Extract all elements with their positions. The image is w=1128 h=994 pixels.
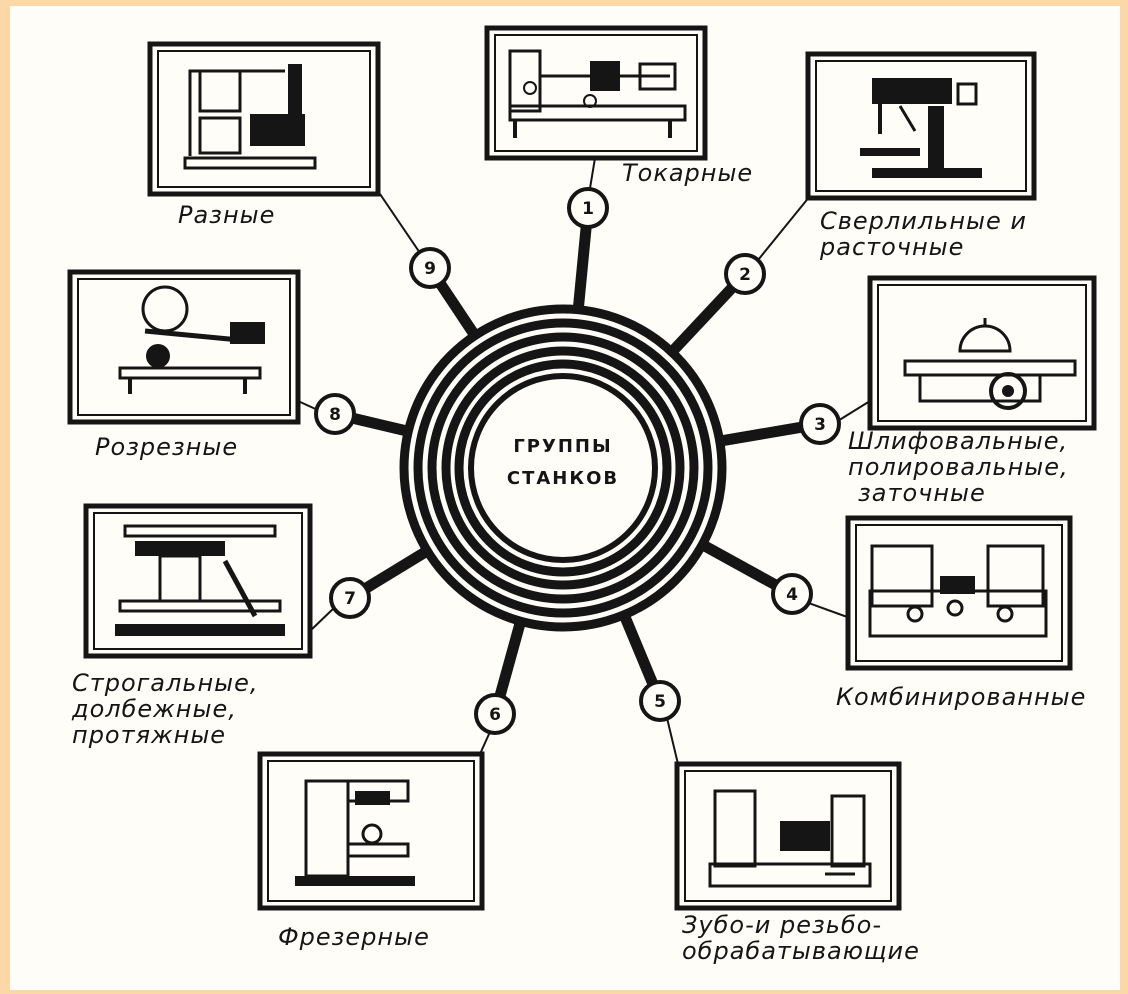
number-badge-label: 1	[582, 199, 594, 219]
label-line: Зубо-и резьбо-	[682, 911, 883, 939]
number-badge-4	[771, 573, 813, 615]
label-line: Комбинированные	[836, 683, 1087, 711]
machine-pictures	[67, 25, 1097, 911]
number-badge-label: 4	[786, 585, 798, 605]
label-group-8: Розрезные	[95, 434, 238, 460]
number-badge-7	[329, 577, 371, 619]
number-badge-9	[409, 247, 451, 289]
connector-line-9	[379, 193, 421, 254]
number-badge-1	[567, 187, 609, 229]
label-group-5: Зубо-и резьбо- обрабатывающие	[682, 912, 920, 964]
label-line: протяжные	[72, 721, 227, 749]
spoke-7	[362, 544, 434, 594]
cutting-machine-picture	[67, 269, 301, 425]
connector-line-2	[756, 195, 811, 262]
drilling-machine-picture	[805, 51, 1037, 201]
spoke-3	[714, 421, 804, 448]
connector-line-4	[807, 601, 851, 619]
center-title: ГРУППЫ СТАНКОВ	[498, 431, 628, 495]
label-group-9: Разные	[178, 202, 275, 228]
label-line: Фрезерные	[278, 923, 430, 951]
grinding-machine-picture	[867, 275, 1097, 431]
label-group-4: Комбинированные	[836, 684, 1086, 710]
spoke-2	[665, 283, 737, 359]
various-machine-picture	[147, 41, 381, 197]
spokes	[351, 225, 804, 699]
number-badge-label: 8	[329, 405, 341, 425]
number-badge-5	[639, 680, 681, 722]
number-badges: 1 2 3 4 5 6 7 8 9	[314, 187, 841, 735]
label-line: полировальные,	[848, 453, 1069, 481]
gear-cutting-machine-picture	[674, 761, 902, 911]
machine-groups-diagram: 1 2 3 4 5 6 7 8 9	[10, 6, 1120, 990]
label-line: Токарные	[622, 159, 754, 187]
combined-machine-picture	[845, 515, 1073, 671]
label-line: Шлифовальные,	[848, 427, 1069, 455]
number-badge-label: 7	[344, 589, 356, 609]
number-badge-label: 3	[814, 415, 826, 435]
number-badge-label: 2	[739, 265, 751, 285]
diagram-canvas: 1 2 3 4 5 6 7 8 9	[67, 25, 1097, 911]
planing-machine-picture	[83, 503, 313, 659]
label-line: Сверлильные и	[820, 207, 1027, 235]
spoke-6	[494, 615, 528, 699]
label-group-6: Фрезерные	[278, 924, 430, 950]
number-badge-label: 5	[654, 692, 666, 712]
spoke-4	[696, 537, 779, 591]
label-line: долбежные,	[72, 695, 237, 723]
number-badge-6	[474, 693, 516, 735]
connector-line-7	[309, 606, 336, 632]
connector-lines	[297, 157, 871, 765]
label-line: обрабатывающие	[682, 937, 920, 965]
center-title-line-2: СТАНКОВ	[506, 468, 620, 489]
spoke-9	[435, 279, 482, 342]
label-line: Строгальные,	[72, 669, 259, 697]
number-badge-8	[314, 393, 356, 435]
label-line: Розрезные	[95, 433, 239, 461]
center-title-line-1: ГРУППЫ	[513, 436, 613, 457]
connector-line-3	[837, 400, 871, 422]
number-badge-label: 9	[424, 259, 436, 279]
number-badge-2	[724, 253, 766, 295]
label-group-2: Сверлильные и расточные	[820, 208, 1027, 260]
number-badge-label: 6	[489, 705, 501, 725]
label-line: заточные	[858, 479, 986, 507]
label-group-3: Шлифовальные, полировальные, заточные	[848, 428, 1069, 506]
connector-line-1	[588, 157, 596, 191]
spoke-1	[572, 225, 592, 315]
number-badge-3	[799, 403, 841, 445]
spoke-5	[617, 608, 659, 687]
connector-line-8	[297, 400, 318, 411]
label-group-7: Строгальные, долбежные, протяжные	[72, 670, 259, 748]
milling-machine-picture	[257, 751, 485, 911]
label-line: Разные	[178, 201, 276, 229]
connector-line-5	[665, 717, 679, 765]
hub-rings	[399, 304, 727, 632]
label-group-1: Токарные	[622, 160, 753, 186]
label-line: расточные	[820, 233, 965, 261]
connector-line-6	[479, 730, 492, 755]
lathe-machine-picture	[484, 25, 708, 161]
spoke-8	[351, 412, 414, 438]
